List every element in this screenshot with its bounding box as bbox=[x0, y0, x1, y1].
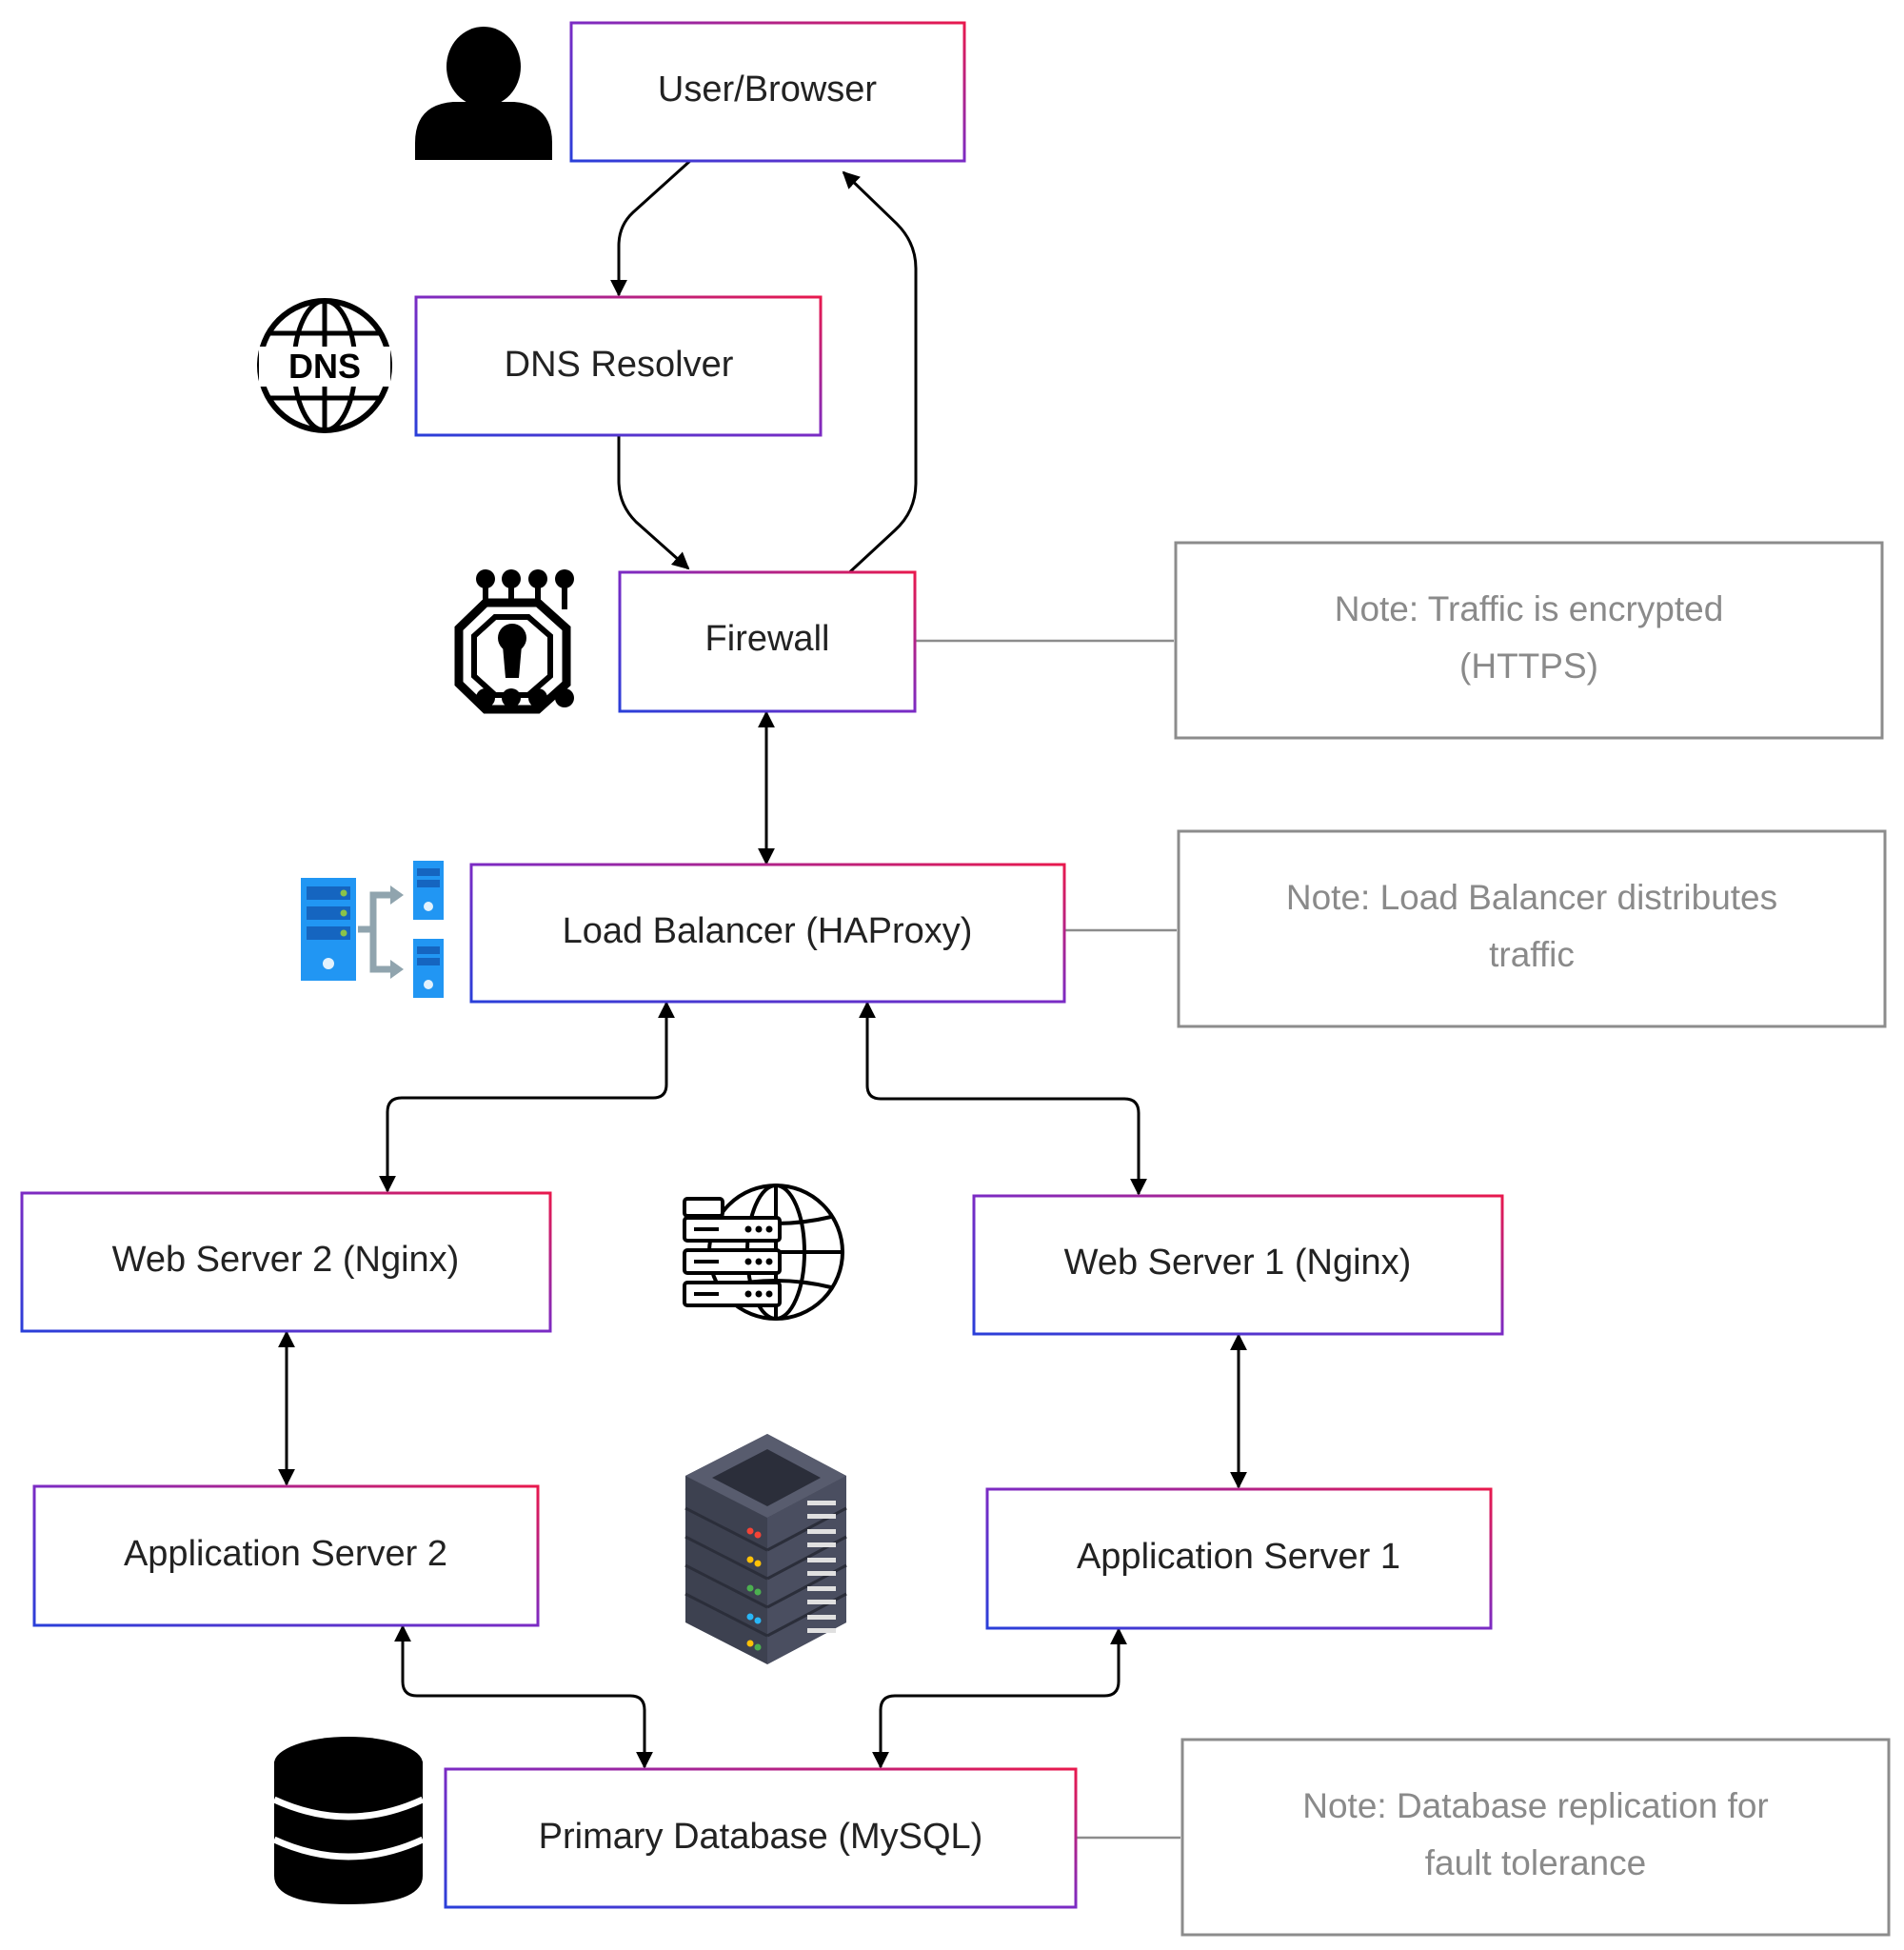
note-line-1: Note: Load Balancer distributes bbox=[1286, 878, 1777, 917]
note-line-2: fault tolerance bbox=[1425, 1843, 1646, 1882]
note-database: Note: Database replication for fault tol… bbox=[1180, 1738, 1891, 1937]
note-line-1: Note: Database replication for bbox=[1302, 1786, 1769, 1825]
node-user-browser[interactable]: User/Browser bbox=[569, 21, 966, 163]
node-label: User/Browser bbox=[658, 70, 877, 109]
note-line-1: Note: Traffic is encrypted bbox=[1335, 589, 1724, 628]
node-label: Firewall bbox=[705, 619, 830, 659]
note-connectors bbox=[916, 639, 1180, 1840]
note-line-2: (HTTPS) bbox=[1459, 647, 1598, 686]
node-label: Load Balancer (HAProxy) bbox=[563, 911, 973, 951]
node-label: Web Server 2 (Nginx) bbox=[112, 1240, 460, 1280]
node-load-balancer[interactable]: Load Balancer (HAProxy) bbox=[469, 863, 1066, 1004]
node-app-server-1[interactable]: Application Server 1 bbox=[985, 1487, 1493, 1630]
security-chip-icon bbox=[454, 569, 574, 714]
edge-firewall-to-user bbox=[842, 170, 918, 579]
node-label: Primary Database (MySQL) bbox=[539, 1817, 983, 1857]
node-firewall[interactable]: Firewall bbox=[618, 570, 917, 713]
connectors bbox=[278, 158, 1247, 1769]
edge-dns-to-firewall bbox=[617, 436, 690, 570]
node-primary-database[interactable]: Primary Database (MySQL) bbox=[444, 1767, 1078, 1909]
svg-text:DNS: DNS bbox=[288, 347, 361, 386]
server-rack-icon bbox=[684, 1434, 847, 1664]
server-globe-icon bbox=[683, 1184, 844, 1321]
edge-appserver2-db bbox=[394, 1624, 653, 1769]
database-icon bbox=[272, 1737, 425, 1904]
edge-user-to-dns bbox=[610, 158, 693, 297]
node-app-server-2[interactable]: Application Server 2 bbox=[32, 1484, 540, 1627]
edge-appserver1-db bbox=[872, 1627, 1127, 1769]
edge-lb-webserver1 bbox=[859, 1001, 1147, 1196]
node-dns-resolver[interactable]: DNS Resolver bbox=[414, 295, 823, 437]
dns-globe-icon: DNS bbox=[257, 298, 392, 433]
note-load-balancer: Note: Load Balancer distributes traffic bbox=[1177, 829, 1887, 1028]
note-https: Note: Traffic is encrypted (HTTPS) bbox=[1174, 541, 1884, 740]
node-label: Web Server 1 (Nginx) bbox=[1064, 1243, 1412, 1283]
edge-lb-webserver2 bbox=[379, 1001, 675, 1193]
node-label: Application Server 2 bbox=[124, 1534, 447, 1574]
node-label: DNS Resolver bbox=[505, 345, 734, 385]
node-label: Application Server 1 bbox=[1077, 1537, 1400, 1577]
load-balancer-servers-icon bbox=[301, 861, 444, 998]
node-web-server-1[interactable]: Web Server 1 (Nginx) bbox=[972, 1194, 1504, 1336]
user-icon bbox=[415, 27, 552, 160]
node-web-server-2[interactable]: Web Server 2 (Nginx) bbox=[20, 1191, 552, 1333]
note-line-2: traffic bbox=[1489, 935, 1575, 974]
